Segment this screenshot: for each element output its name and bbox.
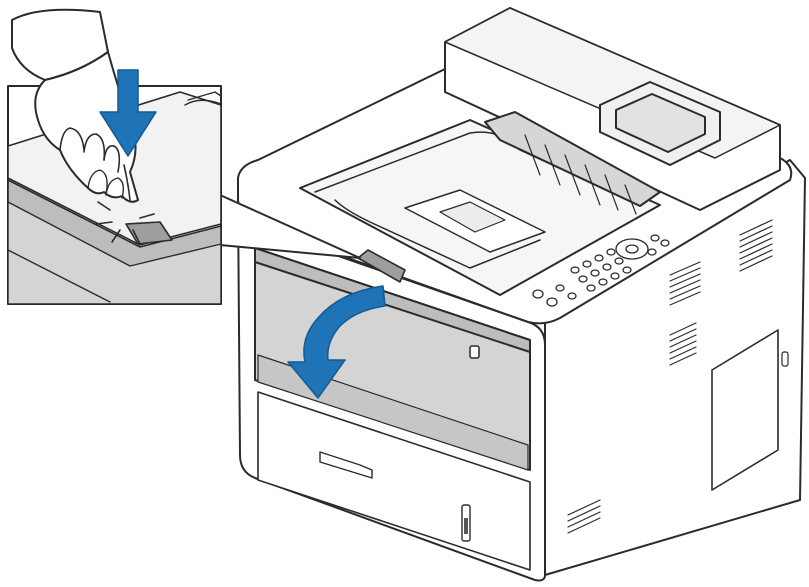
control-panel xyxy=(532,234,670,307)
display-screen xyxy=(615,93,706,153)
arrow-down-icon xyxy=(99,69,157,157)
front-door-top-bevel xyxy=(254,247,531,353)
paper-stop-tab xyxy=(439,201,506,233)
output-tray-inner xyxy=(334,199,541,269)
press-arrow xyxy=(99,69,157,157)
door-indicator-icon xyxy=(469,345,480,359)
click-spark-icon xyxy=(95,201,155,245)
side-vents xyxy=(567,219,773,534)
side-access-panel xyxy=(711,329,779,491)
exit-rollers xyxy=(524,134,637,215)
open-arrow xyxy=(287,285,386,399)
curved-arrow-icon xyxy=(287,285,386,399)
inset-door-face xyxy=(7,201,222,305)
hand-icon xyxy=(11,8,139,203)
release-button-icon xyxy=(357,249,406,283)
exit-slot xyxy=(484,111,661,207)
paper-tray-handle xyxy=(319,451,373,479)
printer-icon xyxy=(237,7,806,582)
